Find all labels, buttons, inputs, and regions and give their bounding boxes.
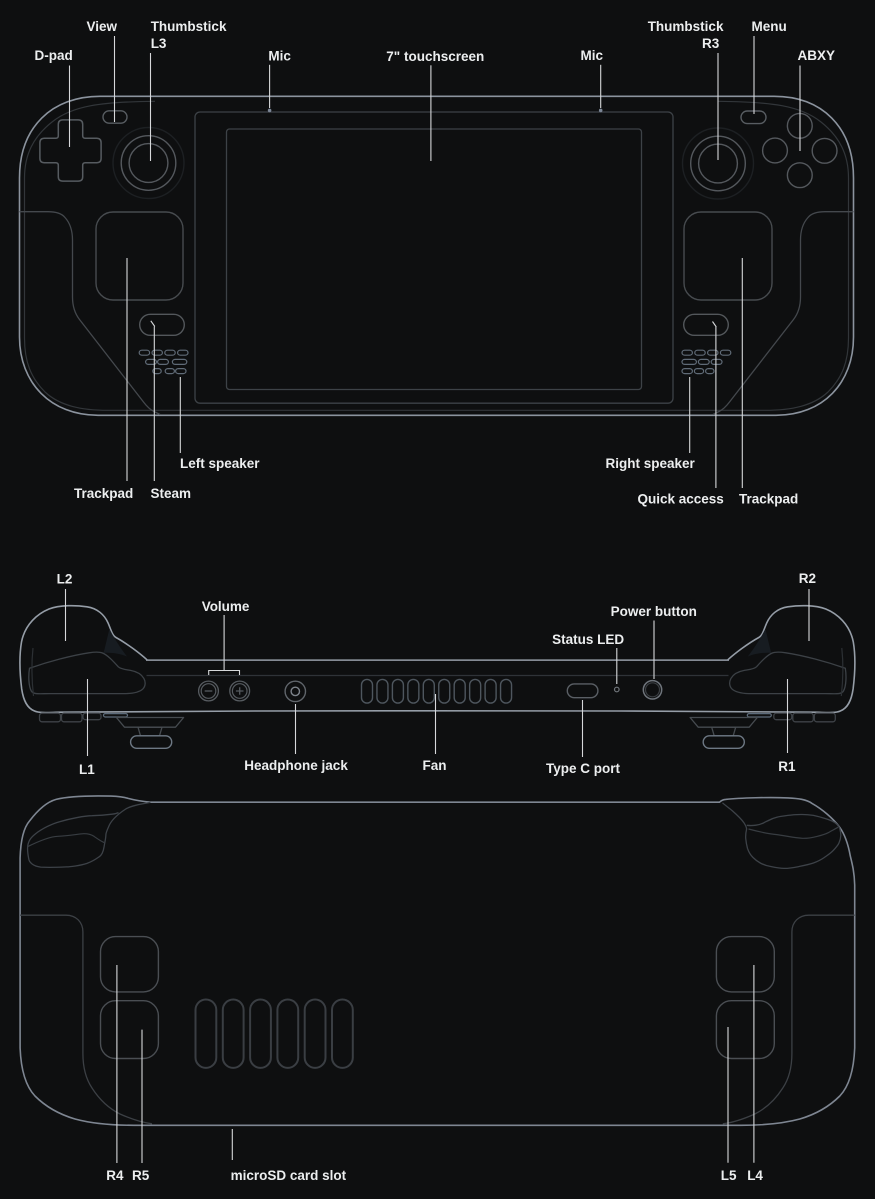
svg-text:Type C port: Type C port	[546, 761, 621, 776]
svg-text:Fan: Fan	[423, 758, 447, 773]
svg-text:R5: R5	[132, 1168, 150, 1183]
svg-text:L4: L4	[747, 1168, 763, 1183]
svg-text:Trackpad: Trackpad	[74, 486, 133, 501]
svg-text:L1: L1	[79, 762, 95, 777]
svg-text:R3: R3	[702, 36, 720, 51]
svg-text:Left speaker: Left speaker	[180, 456, 260, 471]
svg-text:Mic: Mic	[581, 48, 604, 63]
svg-text:ABXY: ABXY	[798, 48, 836, 63]
svg-text:R2: R2	[799, 571, 816, 586]
svg-text:L3: L3	[151, 36, 167, 51]
svg-text:Trackpad: Trackpad	[739, 492, 798, 507]
svg-text:Thumbstick: Thumbstick	[648, 19, 724, 34]
svg-text:Headphone jack: Headphone jack	[244, 758, 348, 773]
svg-text:Right speaker: Right speaker	[606, 456, 696, 471]
svg-text:Steam: Steam	[151, 486, 192, 501]
svg-text:Thumbstick: Thumbstick	[151, 19, 227, 34]
svg-text:microSD card slot: microSD card slot	[231, 1168, 347, 1183]
svg-text:7" touchscreen: 7" touchscreen	[386, 49, 484, 64]
svg-text:Menu: Menu	[752, 19, 787, 34]
svg-text:Mic: Mic	[268, 48, 291, 63]
svg-text:R1: R1	[778, 759, 796, 774]
svg-text:Status LED: Status LED	[552, 632, 624, 647]
svg-text:R4: R4	[106, 1168, 124, 1183]
svg-text:View: View	[87, 19, 118, 34]
svg-text:Volume: Volume	[202, 599, 250, 614]
svg-text:L5: L5	[721, 1168, 737, 1183]
svg-text:Quick access: Quick access	[638, 492, 724, 507]
svg-text:L2: L2	[57, 572, 73, 587]
svg-text:D-pad: D-pad	[35, 48, 73, 63]
svg-text:Power button: Power button	[611, 604, 697, 619]
